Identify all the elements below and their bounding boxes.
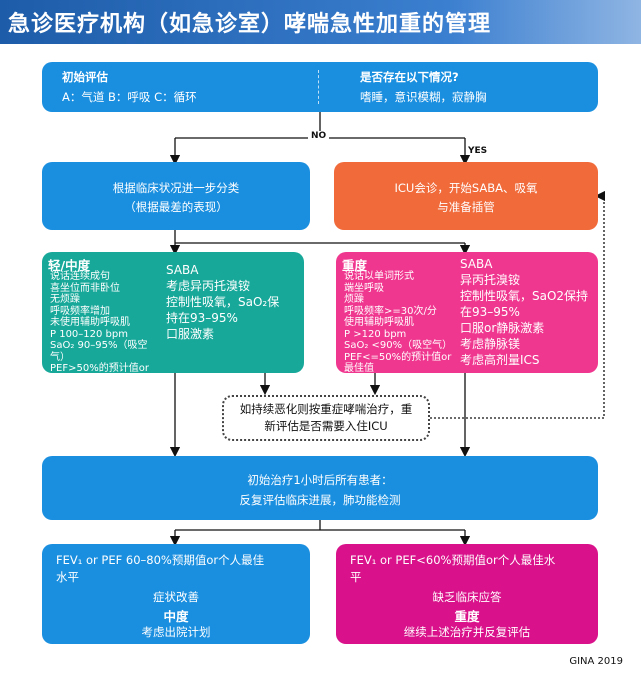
severe-sign: 呼吸频率>=30次/分 (344, 305, 437, 317)
icu-box: ICU会诊，开始SABA、吸氧 与准备插管 (334, 162, 598, 230)
poor-plan: 继续上述治疗并反复评估 (403, 625, 531, 639)
good-response-box: FEV₁ or PEF 60–80%预期值or个人最佳 水平 症状改善 中度 考… (42, 544, 310, 644)
mild-sign: PEF>50%的预计值or (50, 363, 149, 374)
poor-criteria-line2: 平 (350, 570, 362, 584)
severe-sign: 使用辅助呼吸肌 (344, 317, 414, 328)
mild-sign: SaO₂ 90–95%（吸空 (50, 340, 148, 351)
severe-signs: 说话以单词形式 端坐呼吸 烦躁 呼吸频率>=30次/分 使用辅助呼吸肌 P >1… (344, 271, 452, 375)
icu-line2: 与准备插管 (437, 200, 495, 214)
mild-treatment: 控制性吸氧，SaO₂保 (166, 295, 280, 309)
poor-criteria-line1: FEV₁ or PEF<60%预期值or个人最佳水 (350, 553, 556, 567)
mild-sign: 未使用辅助呼吸肌 (50, 317, 130, 328)
initial-assessment-box: 初始评估 A：气道 B：呼吸 C：循环 是否存在以下情况? 嗜睡，意识模糊，寂静… (42, 62, 598, 112)
severe-box: 重度 说话以单词形式 端坐呼吸 烦躁 呼吸频率>=30次/分 使用辅助呼吸肌 P… (336, 252, 598, 375)
mild-moderate-box: 轻/中度 说话连续成句 喜坐位而非卧位 无烦躁 呼吸频率增加 未使用辅助呼吸肌 … (42, 252, 304, 386)
mild-treatment: 口服激素 (166, 327, 215, 341)
mild-sign: 喜坐位而非卧位 (50, 282, 120, 294)
branch-no-label: NO (308, 131, 330, 141)
initial-conditions: 嗜睡，意识模糊，寂静胸 (360, 90, 487, 104)
page-title: 急诊医疗机构（如急诊室）哮喘急性加重的管理 (8, 12, 492, 37)
mild-treatments: SABA 考虑异丙托溴铵 控制性吸氧，SaO₂保 持在93–95% 口服激素 (166, 262, 279, 342)
worsening-line1: 如持续恶化则按重症哮喘治疗，重 (239, 402, 413, 416)
initial-heading: 初始评估 (62, 70, 108, 84)
classify-box: 根据临床状况进一步分类 （根据最差的表现） (42, 162, 310, 230)
classify-line1: 根据临床状况进一步分类 (112, 181, 240, 195)
initial-question: 是否存在以下情况? (360, 70, 459, 84)
severe-sign: SaO₂ <90%（吸空气） (344, 340, 453, 351)
good-response: 症状改善 (153, 590, 199, 604)
mild-sign: 说话连续成句 (50, 271, 110, 282)
mild-signs: 说话连续成句 喜坐位而非卧位 无烦躁 呼吸频率增加 未使用辅助呼吸肌 P 100… (50, 271, 149, 386)
good-plan: 考虑出院计划 (141, 625, 211, 639)
good-criteria-line2: 水平 (56, 570, 79, 584)
icu-line1: ICU会诊，开始SABA、吸氧 (394, 181, 538, 195)
severe-treatment: 口服or静脉激素 (460, 321, 545, 335)
mild-treatment: 持在93–95% (166, 311, 238, 325)
source-footer: GINA 2019 (569, 656, 623, 667)
initial-items: A：气道 B：呼吸 C：循环 (62, 90, 197, 104)
poor-severity: 重度 (454, 609, 480, 624)
mild-sign: P 100–120 bpm (50, 328, 128, 340)
initial-divider (318, 70, 319, 104)
severe-sign: 说话以单词形式 (344, 271, 414, 282)
mild-sign: 最佳值 (50, 374, 80, 386)
reassess-box: 初始治疗1小时后所有患者： 反复评估临床进展，肺功能检测 (42, 456, 598, 520)
severe-treatment: 在93–95% (460, 305, 520, 319)
severe-sign: PEF<=50%的预计值or (344, 351, 452, 363)
mild-heading: 轻/中度 (48, 258, 91, 273)
severe-treatments: SABA 异丙托溴铵 控制性吸氧，SaO2保持 在93–95% 口服or静脉激素… (460, 256, 588, 368)
mild-sign: 无烦躁 (50, 294, 80, 305)
worsening-line2: 新评估是否需要入住ICU (264, 419, 388, 433)
severe-sign: 最佳值 (344, 363, 374, 374)
classify-line2: （根据最差的表现） (124, 200, 228, 214)
mild-sign: 气） (50, 351, 70, 363)
severe-sign: 烦躁 (344, 294, 364, 305)
good-criteria-line1: FEV₁ or PEF 60–80%预期值or个人最佳 (56, 553, 265, 567)
severe-treatment: SABA (460, 257, 493, 271)
branch-yes-label: YES (468, 146, 488, 156)
severe-treatment: 考虑高剂量ICS (460, 353, 540, 367)
mild-treatment: SABA (166, 263, 199, 277)
reassess-line2: 反复评估临床进展，肺功能检测 (239, 493, 401, 507)
reassess-line1: 初始治疗1小时后所有患者： (247, 473, 393, 487)
severe-treatment: 考虑静脉镁 (460, 337, 521, 351)
title-bar: 急诊医疗机构（如急诊室）哮喘急性加重的管理 (0, 0, 641, 44)
worsening-note-box: 如持续恶化则按重症哮喘治疗，重 新评估是否需要入住ICU (222, 395, 430, 441)
severe-sign: 端坐呼吸 (344, 282, 384, 294)
mild-treatment: 考虑异丙托溴铵 (166, 279, 251, 293)
good-severity: 中度 (163, 609, 189, 624)
poor-response-box: FEV₁ or PEF<60%预期值or个人最佳水 平 缺乏临床应答 重度 继续… (336, 544, 598, 644)
severe-sign: P >120 bpm (344, 328, 407, 340)
severe-treatment: 异丙托溴铵 (460, 273, 521, 287)
poor-response: 缺乏临床应答 (432, 590, 502, 604)
severe-treatment: 控制性吸氧，SaO2保持 (460, 289, 589, 303)
severe-heading: 重度 (342, 258, 368, 273)
mild-sign: 呼吸频率增加 (50, 305, 110, 317)
